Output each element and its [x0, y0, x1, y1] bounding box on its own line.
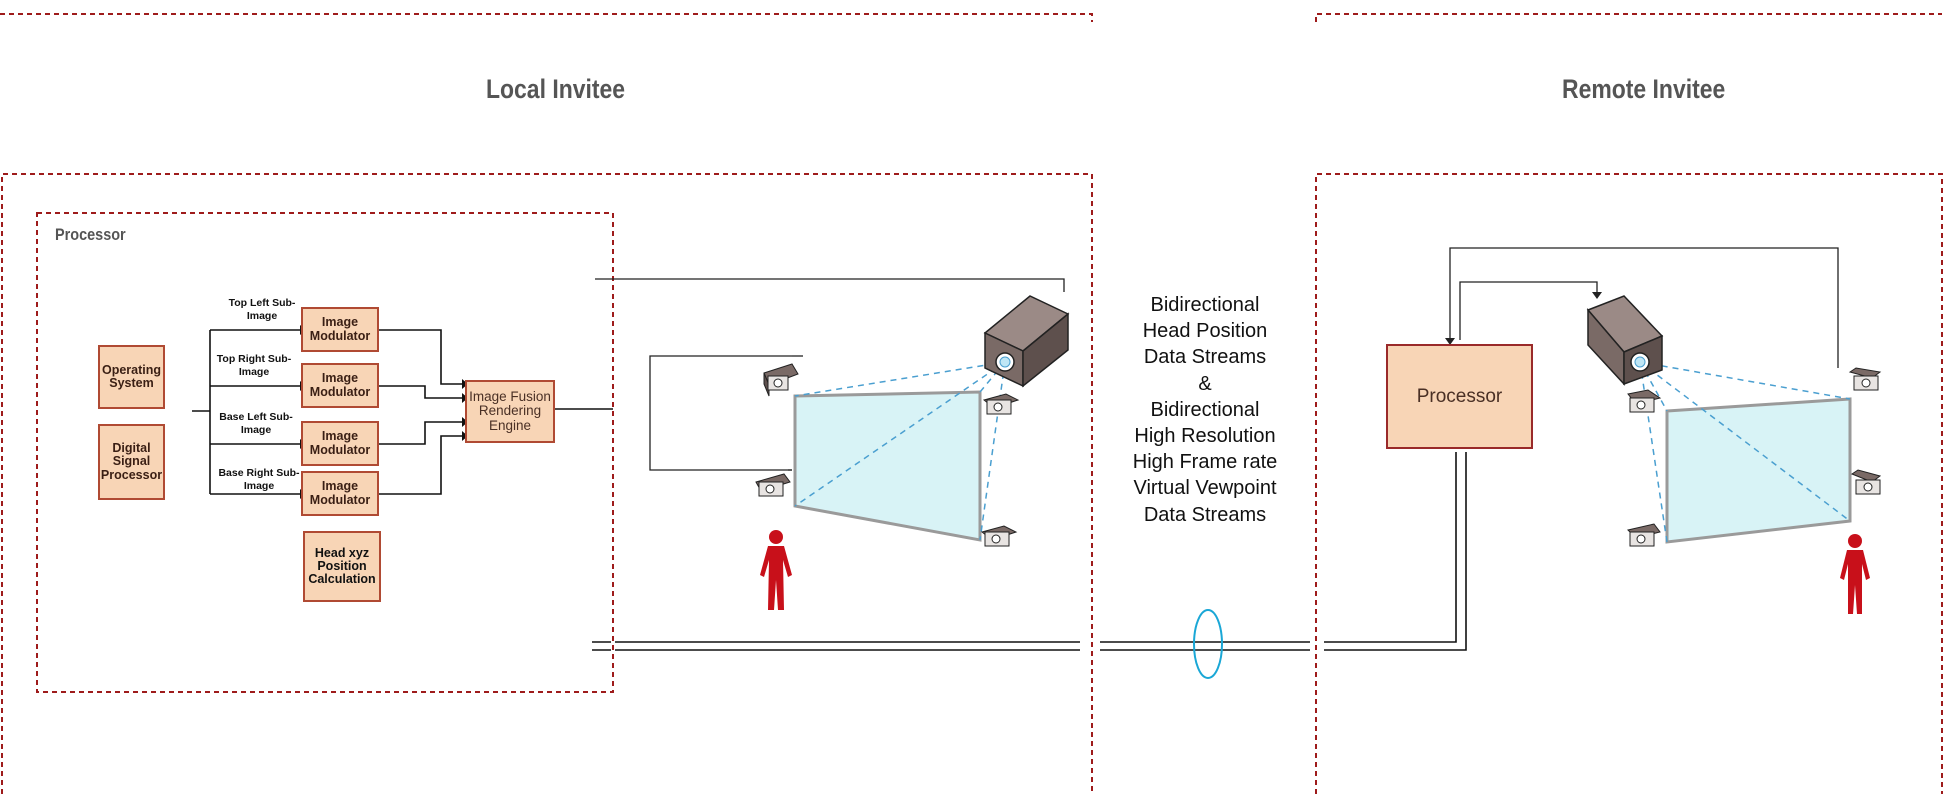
stream-line: High Frame rate	[1132, 451, 1278, 474]
stream-line: Head Position	[1142, 320, 1268, 343]
remote-room-wiring	[1449, 247, 1839, 368]
remote-arrowhead-2	[1592, 292, 1602, 299]
local-camera	[983, 295, 1070, 388]
local-invitee-title: Local Invitee	[486, 74, 626, 104]
image-modulator-box: Image Modulator	[301, 307, 379, 352]
stream-line: Bidirectional	[1150, 294, 1260, 316]
local-processor-border	[36, 212, 614, 693]
operating-system-box: Operating System	[98, 345, 165, 409]
local-small-cameras	[755, 363, 1020, 547]
remote-processor-box: Processor	[1386, 344, 1533, 449]
local-person	[760, 530, 792, 610]
remote-camera	[1586, 295, 1664, 386]
remote-invitee-title: Remote Invitee	[1562, 74, 1726, 104]
image-modulator-box: Image Modulator	[301, 471, 379, 516]
processor-connectors	[192, 329, 613, 495]
head-position-box: Head xyz Position Calculation	[303, 531, 381, 602]
sub-image-label-top-left: Top Left Sub-Image	[228, 297, 296, 323]
remote-region-border	[1315, 173, 1943, 794]
local-region-border	[1, 173, 1093, 794]
image-modulator-box: Image Modulator	[301, 363, 379, 408]
image-modulator-box: Image Modulator	[301, 421, 379, 466]
local-processor-label: Processor	[55, 225, 126, 244]
remote-small-cameras	[1627, 367, 1882, 547]
sub-image-label-top-right: Top Right Sub-Image	[216, 353, 292, 379]
sub-image-label-base-right: Base Right Sub-Image	[218, 467, 300, 493]
remote-arrowhead	[1445, 338, 1455, 345]
stream-line: Data Streams	[1143, 346, 1267, 369]
link-ellipse	[1193, 609, 1223, 679]
stream-description: Bidirectional Head Position Data Streams…	[1105, 292, 1305, 528]
local-sight-lines	[794, 361, 1006, 541]
remote-header-border	[1315, 13, 1942, 22]
sub-image-label-base-left: Base Left Sub-Image	[219, 411, 293, 437]
stream-line: &	[1198, 372, 1212, 395]
image-fusion-engine-box: Image Fusion Rendering Engine	[465, 380, 555, 443]
local-screen	[793, 390, 982, 542]
stream-line: Virtual Vewpoint	[1133, 477, 1277, 500]
region-borders	[0, 13, 1943, 794]
stream-line: High Resolution	[1134, 425, 1276, 448]
remote-sight-lines	[1639, 361, 1851, 543]
dsp-box: Digital Signal Processor	[98, 424, 165, 500]
stream-line: Data Streams	[1143, 503, 1267, 526]
remote-person	[1840, 534, 1870, 614]
data-link	[592, 452, 1467, 651]
stream-line: Bidirectional	[1150, 398, 1260, 421]
local-room-wiring	[595, 278, 1065, 471]
local-header-border	[0, 13, 1093, 22]
remote-screen	[1665, 397, 1852, 544]
